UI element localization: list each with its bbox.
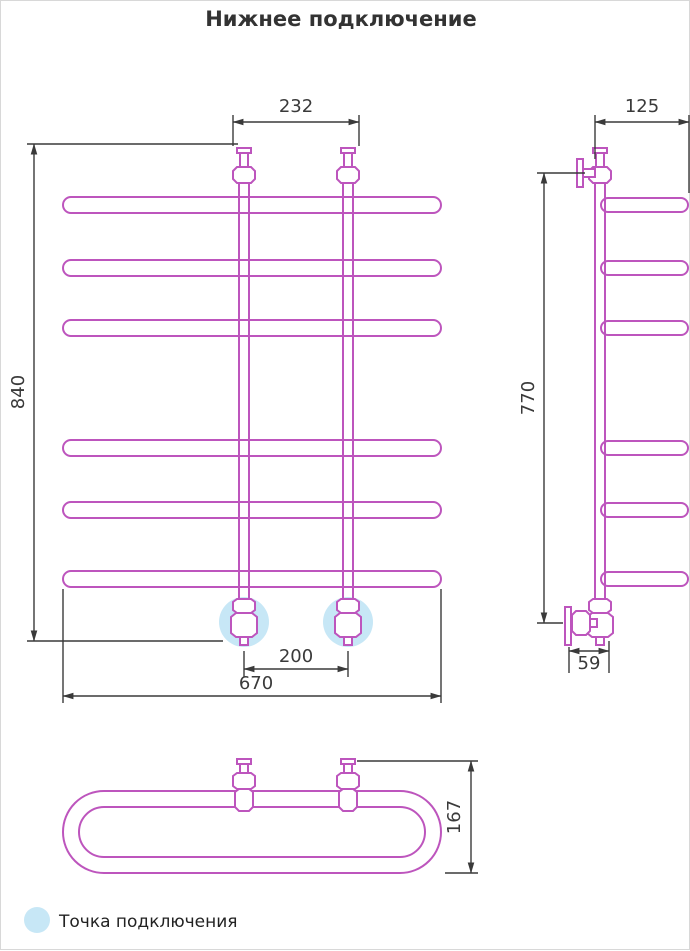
dim-top-spacing: 232 [232,96,360,146]
legend-connection-dot [24,907,50,933]
top-fitting-left [232,147,256,184]
side-towel-bar [600,571,689,587]
dim-bottom-spacing: 200 [243,646,349,677]
towel-bar [62,259,442,277]
legend-connection-label: Точка подключения [58,912,238,932]
towel-bar [62,570,442,588]
side-towel-bar [600,197,689,213]
dim-side-depth-label: 125 [625,96,659,117]
side-towel-bar [600,260,689,276]
side-bottom-nut [571,610,591,636]
side-towel-bar [600,320,689,336]
topview-fitting-right [336,758,360,812]
dim-wall-offset: 59 [568,641,610,674]
topview-fitting-left [232,758,256,812]
dim-wall-offset-label: 59 [578,653,601,674]
towel-bar [62,319,442,337]
towel-bar [62,501,442,519]
riser-right [342,182,354,600]
dim-front-width-label: 670 [239,673,273,694]
dim-topview-depth-label: 167 [444,800,465,834]
top-view: 167 [62,758,478,874]
side-bottom-bracket [564,606,572,646]
collector-inner [78,806,426,858]
front-view: 232 840 200 670 [8,96,442,703]
dim-side-depth: 125 [594,96,690,193]
top-fitting-right [336,147,360,184]
page-title: Нижнее подключение [205,7,477,31]
riser-left [238,182,250,600]
side-bottom-bracket-arm [589,618,598,628]
side-riser [594,182,606,600]
dim-front-width: 670 [62,589,442,703]
dim-front-height: 840 [8,143,238,642]
dim-side-height-label: 770 [518,381,539,415]
dim-top-spacing-label: 232 [279,96,313,117]
side-towel-bar [600,502,689,518]
towel-bar [62,439,442,457]
dim-topview-depth: 167 [357,760,478,874]
side-towel-bar [600,440,689,456]
dim-side-height: 770 [518,172,585,624]
dim-front-height-label: 840 [8,375,29,409]
dim-bottom-spacing-label: 200 [279,646,313,667]
side-view: 125 770 59 [518,96,690,674]
towel-bar [62,196,442,214]
legend: Точка подключения [24,907,238,933]
